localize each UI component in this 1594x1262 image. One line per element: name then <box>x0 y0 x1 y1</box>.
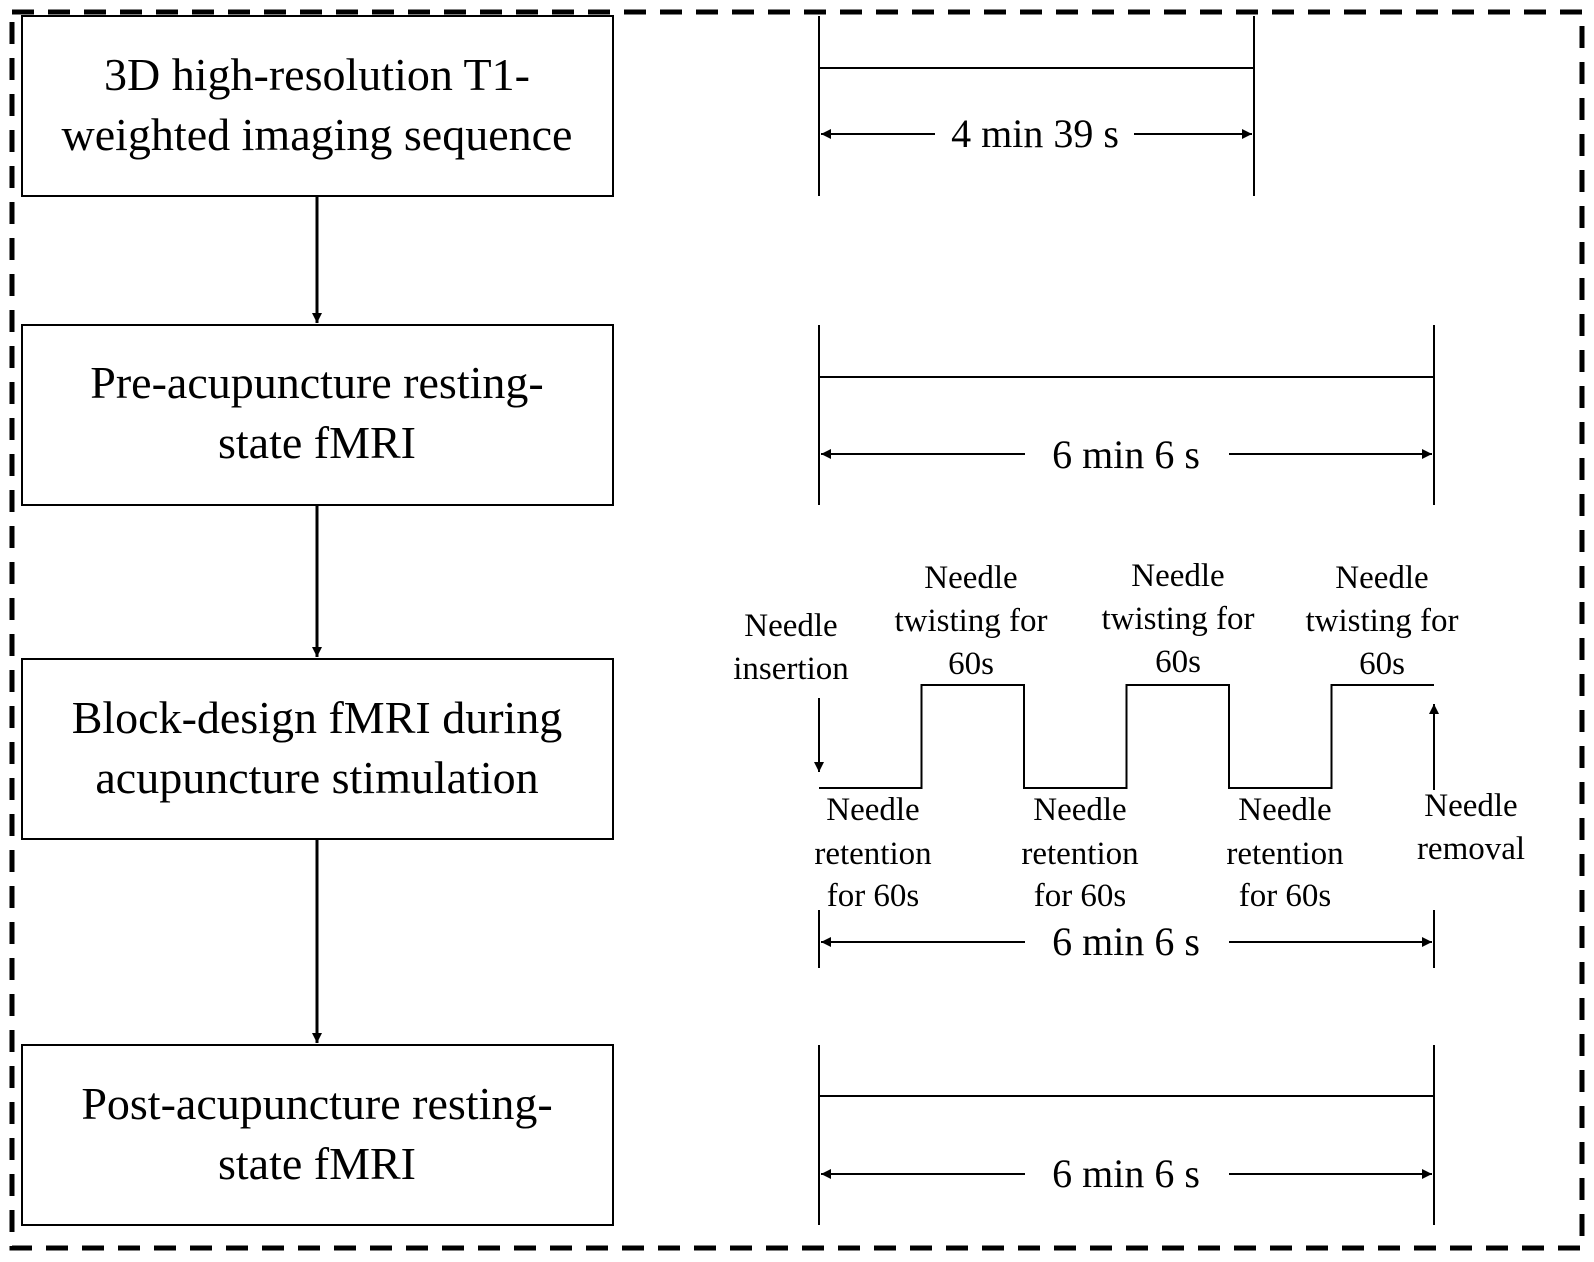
step-label-line: acupuncture stimulation <box>95 752 538 803</box>
retention-label-line: for 60s <box>1239 878 1332 914</box>
step-label-line: Pre-acupuncture resting- <box>90 357 543 408</box>
step-box-block: Block-design fMRI during acupuncture sti… <box>21 658 614 840</box>
twisting-label-line: 60s <box>1359 646 1405 682</box>
step-label-line: state fMRI <box>218 417 416 468</box>
twisting-label-line: Needle <box>1335 560 1428 596</box>
retention-label-2: Needle retention for 60s <box>1021 792 1138 914</box>
twisting-label-line: 60s <box>1155 644 1201 680</box>
timeline-t1 <box>818 16 1255 196</box>
twisting-label-line: twisting for <box>1101 601 1254 637</box>
retention-label-1: Needle retention for 60s <box>814 792 931 914</box>
twisting-label-line: twisting for <box>1305 603 1458 639</box>
step-box-t1: 3D high-resolution T1- weighted imaging … <box>21 15 614 197</box>
timeline-pre-rest <box>818 325 1435 505</box>
timeline-post-rest <box>818 1045 1435 1225</box>
timeline-block <box>814 684 1439 968</box>
duration-label-pre: 6 min 6 s <box>1052 432 1200 477</box>
step-box-pre-rest: Pre-acupuncture resting- state fMRI <box>21 324 614 506</box>
twisting-label-line: Needle <box>924 560 1017 596</box>
step-label-line: Block-design fMRI during <box>72 692 563 743</box>
step-label-line: weighted imaging sequence <box>62 109 573 160</box>
removal-label-line: Needle <box>1424 788 1517 824</box>
twisting-label-line: twisting for <box>894 603 1047 639</box>
insertion-label-line: Needle <box>744 608 837 644</box>
duration-label-post: 6 min 6 s <box>1052 1151 1200 1196</box>
retention-label-3: Needle retention for 60s <box>1226 792 1343 914</box>
block-waveform <box>819 684 1434 789</box>
removal-label-line: removal <box>1417 831 1525 867</box>
retention-label-line: Needle <box>1238 792 1331 828</box>
duration-label-block: 6 min 6 s <box>1052 919 1200 964</box>
step-box-post-rest: Post-acupuncture resting- state fMRI <box>21 1044 614 1226</box>
twisting-label-line: 60s <box>948 646 994 682</box>
retention-label-line: for 60s <box>827 878 920 914</box>
step-label-line: 3D high-resolution T1- <box>104 49 530 100</box>
retention-label-line: retention <box>1226 836 1343 872</box>
twisting-label-1: Needle twisting for 60s <box>894 560 1047 682</box>
retention-label-line: Needle <box>1033 792 1126 828</box>
retention-label-line: Needle <box>826 792 919 828</box>
twisting-label-line: Needle <box>1131 558 1224 594</box>
duration-label-t1: 4 min 39 s <box>951 111 1119 156</box>
twisting-label-2: Needle twisting for 60s <box>1101 558 1254 680</box>
insertion-label-line: insertion <box>733 651 848 687</box>
twisting-label-3: Needle twisting for 60s <box>1305 560 1458 682</box>
retention-label-line: for 60s <box>1034 878 1127 914</box>
step-label-line: Post-acupuncture resting- <box>81 1078 552 1129</box>
retention-label-line: retention <box>1021 836 1138 872</box>
step-label-line: state fMRI <box>218 1138 416 1189</box>
retention-label-line: retention <box>814 836 931 872</box>
